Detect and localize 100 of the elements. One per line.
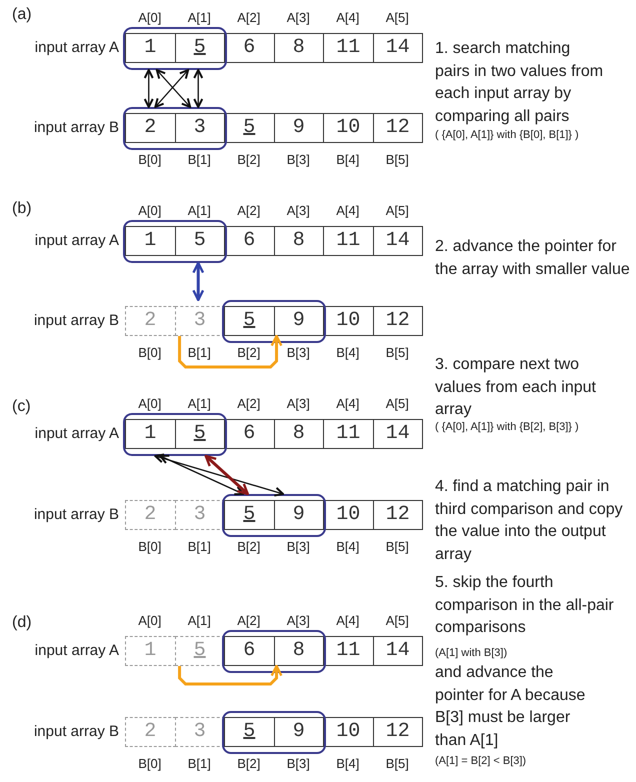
index-label: B[2] [236,345,262,361]
array-cell: 14 [372,419,423,449]
index-label: A[4] [335,396,360,412]
array-cell: 11 [323,419,374,449]
array-name: input array A [34,641,119,661]
step-note: (A[1] with B[3]) [435,646,508,661]
index-label: B[1] [186,539,212,555]
array-cell: 2 [125,113,176,143]
array-cell: 10 [323,500,374,530]
index-label: B[0] [137,756,162,772]
index-label: B[5] [384,756,410,772]
index-label: A[1] [186,203,212,219]
index-label: A[5] [384,10,410,26]
panel-label: (c) [12,397,32,417]
step-note: 5. skip the fourth comparison in the all-pair comparisons [435,573,615,638]
step-note: ( {A[0], A[1]} with {B[0], B[1]} ) [435,128,580,143]
skipped-array-cell: 2 [125,717,176,747]
array-cell: 1 [125,226,176,256]
double-arrow [154,453,284,497]
step-note: (A[1] = B[2] < B[3]) [435,754,528,769]
index-label: A[4] [335,203,360,219]
array-cell: 9 [274,717,324,747]
index-label: A[3] [286,396,311,412]
index-label: B[4] [335,152,360,168]
index-label: A[1] [186,613,212,629]
array-cell: 5 [174,33,225,63]
skipped-array-cell: 2 [125,306,176,336]
pointer-advance-arrow [178,334,283,368]
index-label: A[0] [137,613,162,629]
array-cell: 8 [274,419,324,449]
step-note: 3. compare next two values from each input array [435,355,597,420]
array-cell: 10 [323,717,374,747]
index-label: B[1] [186,152,212,168]
array-name: input array A [34,231,119,251]
array-name: input array B [32,722,119,742]
index-label: B[4] [335,539,360,555]
index-label: B[5] [384,345,410,361]
array-cell: 11 [323,226,374,256]
index-label: A[3] [286,10,311,26]
index-label: B[3] [286,345,311,361]
array-cell: 10 [323,113,374,143]
panel-label: (d) [12,613,33,633]
array-cell: 9 [274,306,324,336]
double-arrow [144,69,154,108]
skipped-array-cell: 3 [174,500,225,530]
array-cell: 12 [372,500,423,530]
index-label: A[0] [137,203,162,219]
index-label: A[0] [137,10,162,26]
array-cell: 5 [174,419,225,449]
array-cell: 12 [372,717,423,747]
index-label: B[3] [286,152,311,168]
array-cell: 6 [224,226,274,256]
array-name: input array B [32,118,119,138]
index-label: B[1] [186,756,212,772]
index-label: A[5] [384,613,410,629]
array-name: input array A [34,38,119,58]
index-label: B[0] [137,345,162,361]
array-cell: 8 [274,636,324,666]
array-cell: 14 [372,636,423,666]
skipped-array-cell: 3 [174,717,225,747]
array-name: input array A [34,424,119,444]
array-cell: 5 [224,306,274,336]
index-label: A[2] [236,203,262,219]
index-label: B[4] [335,756,360,772]
array-cell: 8 [274,226,324,256]
index-label: B[2] [236,756,262,772]
index-label: A[1] [186,396,212,412]
step-note: and advance the pointer for A because B[3] must be larger than A[1] [435,663,586,752]
array-cell: 11 [323,636,374,666]
double-arrow [204,454,249,496]
panel-label: (a) [12,5,33,25]
array-cell: 6 [224,636,274,666]
pointer-advance-arrow [178,664,283,686]
index-label: B[4] [335,345,360,361]
array-cell: 10 [323,306,374,336]
double-arrow [193,69,204,108]
array-cell: 1 [125,419,176,449]
array-cell: 5 [224,113,274,143]
array-cell: 12 [372,113,423,143]
index-label: B[2] [236,152,262,168]
index-label: B[2] [236,539,262,555]
array-name: input array B [32,505,119,525]
array-cell: 1 [125,33,176,63]
skipped-array-cell: 5 [174,636,225,666]
index-label: A[4] [335,613,360,629]
index-label: A[0] [137,396,162,412]
array-name: input array B [32,311,119,331]
array-cell: 12 [372,306,423,336]
index-label: B[0] [137,152,162,168]
skipped-array-cell: 2 [125,500,176,530]
index-label: B[5] [384,539,410,555]
array-cell: 8 [274,33,324,63]
index-label: B[3] [286,756,311,772]
double-arrow [159,454,244,496]
step-note: 1. search matching pairs in two values from each input array by comparing all pairs [435,39,604,128]
array-cell: 14 [372,226,423,256]
double-arrow [192,262,204,302]
index-label: A[4] [335,10,360,26]
array-cell: 5 [174,226,225,256]
step-note: 4. find a matching pair in third comparison and copy the value into the output array [435,477,623,566]
